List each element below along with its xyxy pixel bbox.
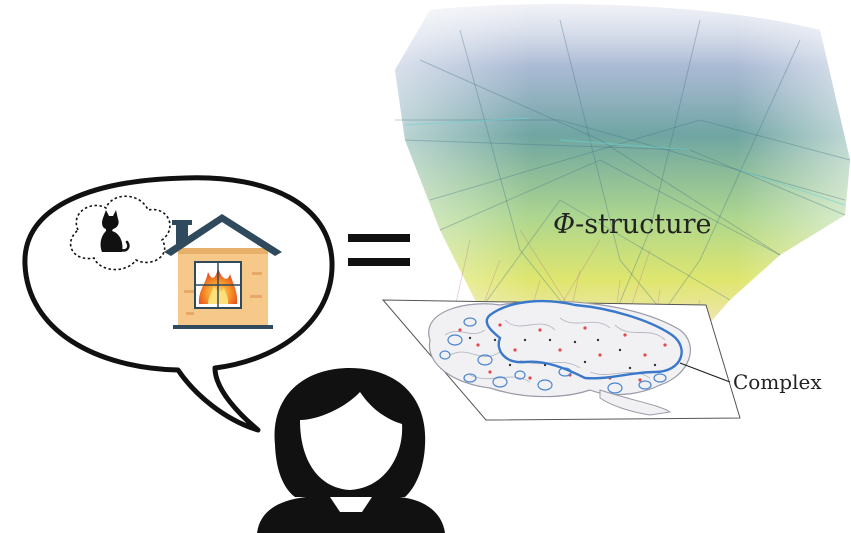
complex-leader-line [679,362,731,383]
equals-sign-icon [348,234,410,266]
phi-structure-label: Φ-structure [553,209,712,240]
burning-house-icon [164,214,282,329]
phi-label-rest: -structure [575,209,711,240]
thought-cloud-icon [69,195,171,271]
phi-structure-cone [395,4,851,361]
person-silhouette-icon [257,368,445,533]
complex-label: Complex [733,370,822,394]
complex-outline [485,299,683,380]
cat-silhouette-icon [100,210,130,252]
phi-symbol: Φ [553,209,575,240]
